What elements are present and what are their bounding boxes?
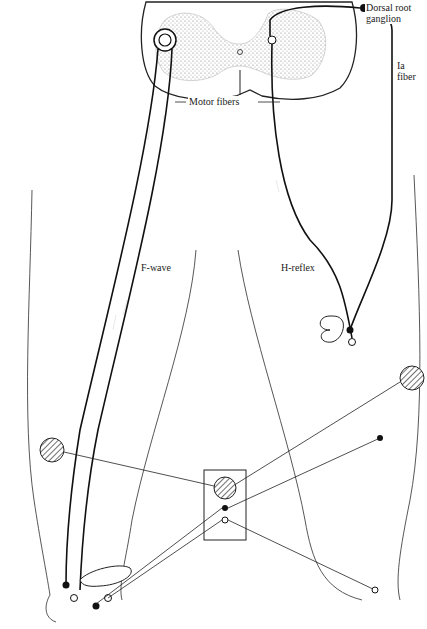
fiber-label: Ia fiber bbox=[396, 60, 424, 82]
motor-fibers-label: Motor fibers bbox=[188, 96, 240, 107]
f-wave-label: F-wave bbox=[140, 262, 172, 273]
h-reflex-label: H-reflex bbox=[280, 262, 316, 273]
ganglion-label: Dorsal root ganglion bbox=[365, 2, 425, 24]
